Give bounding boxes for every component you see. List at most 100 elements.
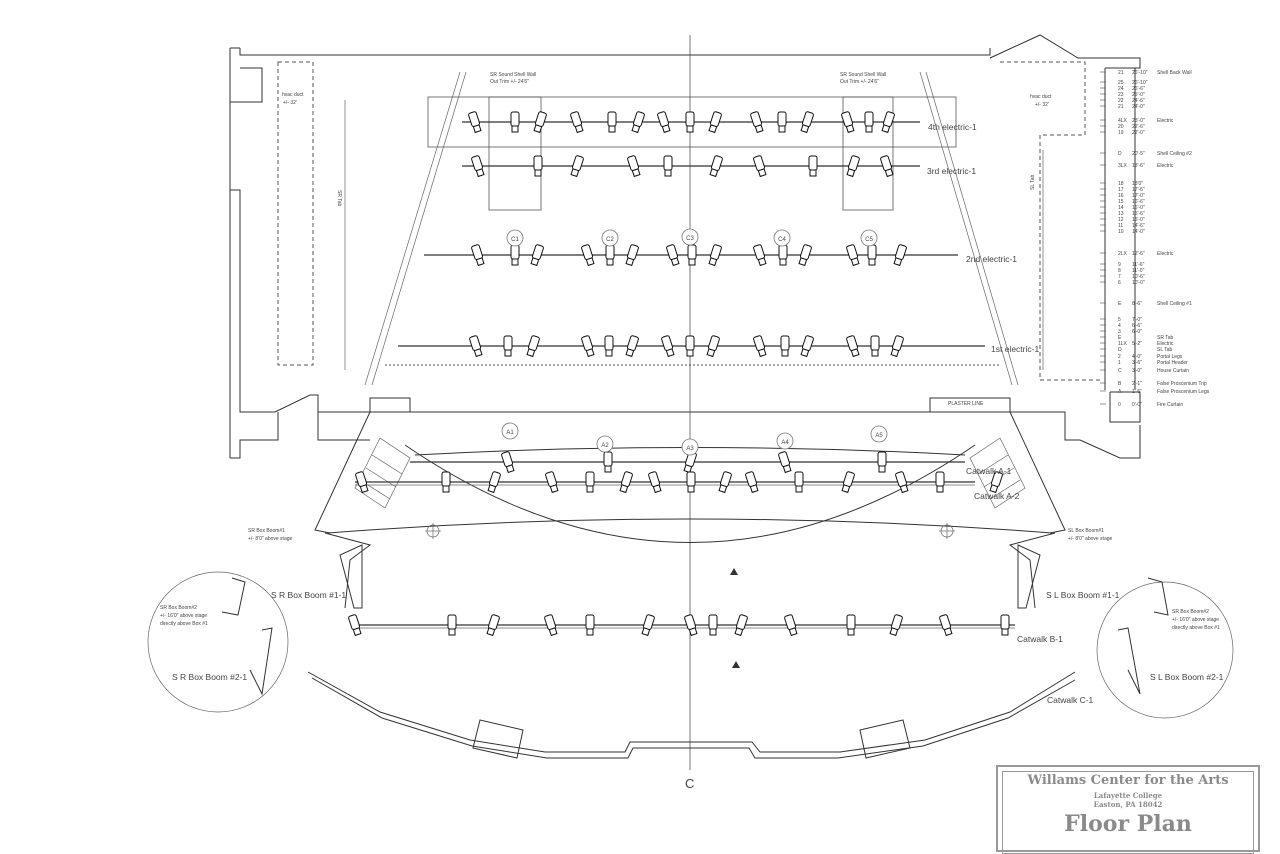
fixture-body xyxy=(935,471,945,487)
fixture-lens xyxy=(661,124,671,134)
lineset-height: 16'-0" xyxy=(1132,205,1145,211)
fixture-lens xyxy=(841,484,851,494)
fixture-lens xyxy=(778,125,786,133)
lineset-height: 18'-6" xyxy=(1132,163,1145,169)
lineset-height: 24'-6" xyxy=(1132,98,1145,104)
lighting-fixture-icon xyxy=(545,471,559,494)
fixture-lens xyxy=(619,484,629,494)
lineset-number: 23 xyxy=(1118,92,1124,98)
lighting-fixture-icon xyxy=(880,155,894,178)
lineset-number: 19 xyxy=(1118,130,1124,136)
note-sl-bb2-c: directly above Box #1 xyxy=(1172,625,1220,631)
apron-and-house xyxy=(314,411,1066,668)
lighting-fixture-icon xyxy=(685,111,695,133)
lineset-description: False Proscenium Trip xyxy=(1157,381,1207,387)
lineset-description: Electric xyxy=(1157,341,1174,347)
lighting-fixture-icon xyxy=(718,471,732,494)
lighting-fixture-icon xyxy=(846,155,860,178)
lineset-number: C xyxy=(1118,368,1122,374)
lineset-description: Fire Curtain xyxy=(1157,402,1183,408)
institution-name: Lafayette College xyxy=(1093,791,1163,800)
lineset-description: Electric xyxy=(1157,118,1174,124)
lighting-fixture-icon xyxy=(890,335,904,358)
fixture-lens xyxy=(625,348,635,358)
lighting-fixture-icon xyxy=(841,471,855,494)
lineset-height: 11'-0" xyxy=(1132,268,1145,274)
lineset-description: House Curtain xyxy=(1157,368,1189,374)
fixture-lens xyxy=(989,484,999,494)
lighting-fixture-icon xyxy=(846,614,856,636)
fixture-lens xyxy=(511,125,519,133)
lineset-number: 12 xyxy=(1118,217,1124,223)
fixture-lens xyxy=(893,257,903,267)
fixture-lens xyxy=(686,349,694,357)
fixture-body xyxy=(441,471,451,487)
note-sl-bb2-b: +/- 16'0" above stage xyxy=(1172,617,1219,623)
lighting-fixture-icon xyxy=(708,111,722,134)
lighting-fixture-icon xyxy=(734,614,748,637)
note-sr-shell: SR Sound Shell Wall xyxy=(490,72,536,78)
drawing-title: Floor Plan xyxy=(1064,811,1192,837)
lighting-fixture-icon xyxy=(605,244,615,266)
fixture-body xyxy=(778,244,788,260)
fixture-lens xyxy=(865,125,873,133)
lineset-number: 10 xyxy=(1118,229,1124,235)
lineset-description: Portal Header xyxy=(1157,360,1188,366)
fixture-body xyxy=(686,471,696,487)
fixture-lens xyxy=(475,257,485,267)
lighting-fixture-icon xyxy=(510,111,520,133)
lighting-fixture-icon xyxy=(625,244,639,267)
fixtures-layer xyxy=(348,111,1010,637)
lineset-height: 24'-0" xyxy=(1132,104,1145,110)
lighting-fixture-icon xyxy=(753,155,767,178)
fixture-body xyxy=(864,111,874,127)
lighting-fixture-icon xyxy=(441,471,451,493)
lineset-description: SL Tab xyxy=(1157,347,1173,353)
position-marker-label: C4 xyxy=(778,237,786,243)
fixture-body xyxy=(585,471,595,487)
lighting-fixture-icon xyxy=(780,335,790,357)
lineset-height: 23'-0" xyxy=(1132,118,1145,124)
fixture-body xyxy=(867,244,877,260)
lighting-fixture-icon xyxy=(348,614,362,637)
fixture-lens xyxy=(665,348,675,358)
note-plaster-line: PLASTER LINE xyxy=(948,401,984,407)
lighting-fixture-icon xyxy=(778,244,788,266)
lighting-fixture-icon xyxy=(989,471,1003,494)
fixture-lens xyxy=(795,485,803,493)
fixture-body xyxy=(794,471,804,487)
lighting-fixture-icon xyxy=(581,244,595,267)
lighting-fixture-icon xyxy=(510,244,520,266)
lineset-number: D xyxy=(1118,347,1122,353)
fixture-lens xyxy=(548,627,558,637)
fixture-lens xyxy=(706,348,716,358)
fixture-lens xyxy=(781,349,789,357)
lineset-height: 8'-6" xyxy=(1132,301,1142,307)
position-marker-label: C2 xyxy=(606,237,614,243)
lineset-height: 22'-0" xyxy=(1132,130,1145,136)
fixture-lens xyxy=(688,627,698,637)
fixture-body xyxy=(877,451,887,467)
lineset-number: 1 xyxy=(1118,360,1121,366)
fixture-lens xyxy=(608,125,616,133)
fixture-lens xyxy=(683,464,693,474)
lighting-fixture-icon xyxy=(486,614,500,637)
note-sr-bb2-a: SR Box Boom#2 xyxy=(160,605,197,611)
position-marker-ring xyxy=(501,422,519,440)
fixture-body xyxy=(604,335,614,351)
fixture-body xyxy=(685,335,695,351)
lighting-fixture-icon xyxy=(1000,614,1010,636)
fixture-lens xyxy=(809,169,817,177)
lineset-height: 22'-6" xyxy=(1132,124,1145,130)
lighting-fixture-icon xyxy=(750,111,764,134)
fixture-lens xyxy=(686,125,694,133)
lighting-fixture-icon xyxy=(684,614,698,637)
fixture-lens xyxy=(899,484,909,494)
lineset-number: D xyxy=(1118,151,1122,157)
lineset-height: 12'-6" xyxy=(1132,251,1145,257)
city-address: Easton, PA 18042 xyxy=(1093,800,1163,809)
lighting-fixture-icon xyxy=(603,451,613,473)
lighting-fixture-icon xyxy=(625,335,639,358)
lighting-fixture-icon xyxy=(447,614,457,636)
note-sr-shell-trim: Out Trim +/- 24'6" xyxy=(490,79,529,85)
